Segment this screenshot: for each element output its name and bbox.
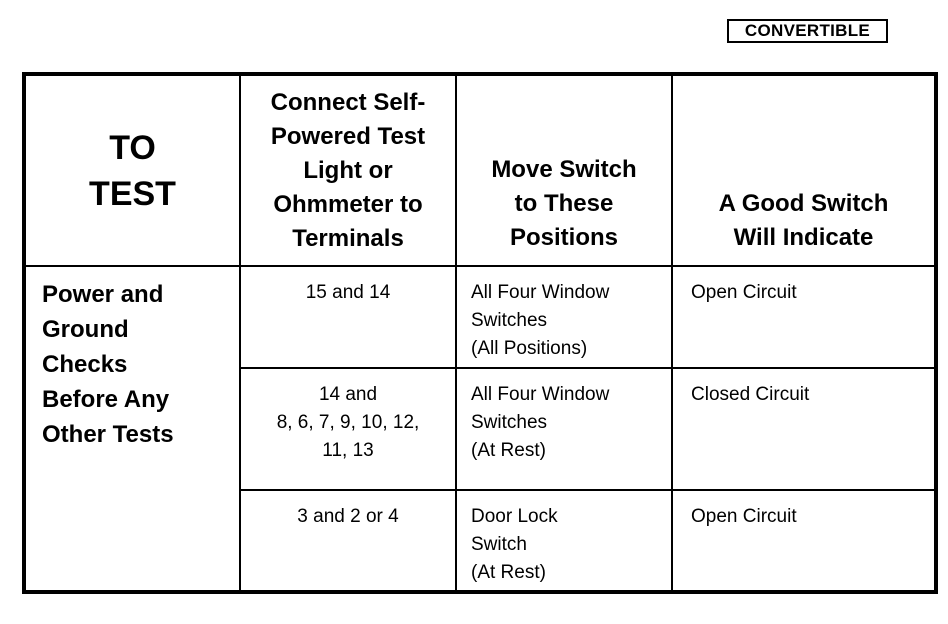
positions-cell: All Four Window Switches (All Positions) <box>455 265 673 369</box>
terminals-line: 15 and 14 <box>305 282 391 303</box>
header-connect: Connect Self- Powered Test Light or Ohmm… <box>239 73 457 267</box>
positions-cell: Door Lock Switch (At Rest) <box>455 489 673 593</box>
test-label-line: Ground <box>42 316 129 343</box>
header-move-line: Positions <box>509 224 618 251</box>
table-row: 14 and 8, 6, 7, 9, 10, 12, 11, 13 All Fo… <box>24 367 937 491</box>
table-row: Power and Ground Checks Before Any Other… <box>23 265 937 593</box>
test-label-line: Checks <box>42 351 128 378</box>
positions-line: (At Rest) <box>471 562 546 583</box>
terminals-line: 14 and <box>318 384 378 405</box>
positions-line: Switches <box>471 412 548 433</box>
header-connect-line: Powered Test <box>270 122 426 150</box>
result-text: Closed Circuit <box>691 384 810 405</box>
positions-cell: All Four Window Switches (At Rest) <box>455 367 673 491</box>
terminals-line: 11, 13 <box>322 440 374 461</box>
test-label-line: Power and <box>42 281 164 308</box>
positions-line: Switch <box>471 534 527 555</box>
positions-line: Door Lock <box>471 506 558 527</box>
result-text: Open Circuit <box>691 282 797 303</box>
result-text: Open Circuit <box>691 506 797 527</box>
positions-line: Switches <box>471 310 548 331</box>
header-to-test-line: TEST <box>89 174 176 213</box>
convertible-badge: CONVERTIBLE <box>727 19 888 43</box>
header-move-line: to These <box>514 190 614 217</box>
terminals-line: 3 and 2 or 4 <box>297 506 399 527</box>
header-move-switch: Move Switch to These Positions <box>455 73 673 267</box>
result-cell: Open Circuit <box>671 489 937 593</box>
positions-line: All Four Window <box>471 282 610 303</box>
test-label-cell: Power and Ground Checks Before Any Other… <box>23 265 241 593</box>
terminals-cell: 15 and 14 <box>239 265 457 369</box>
header-connect-line: Ohmmeter to <box>273 190 423 218</box>
terminals-line: 8, 6, 7, 9, 10, 12, <box>276 412 420 433</box>
header-connect-line: Terminals <box>292 224 404 252</box>
header-row: TO TEST Connect Self- Powered Test Light… <box>23 73 937 267</box>
terminals-cell: 14 and 8, 6, 7, 9, 10, 12, 11, 13 <box>239 367 457 491</box>
header-connect-line: Connect Self- <box>270 88 426 116</box>
header-good-switch: A Good Switch Will Indicate <box>671 73 937 267</box>
positions-line: (All Positions) <box>471 338 588 359</box>
table-row: 3 and 2 or 4 Door Lock Switch (At Rest) … <box>24 489 937 593</box>
header-move-line: Move Switch <box>491 156 637 183</box>
result-cell: Closed Circuit <box>671 367 937 491</box>
header-indicate-line: A Good Switch <box>718 190 889 217</box>
header-connect-line: Light or <box>303 156 393 184</box>
test-label-line: Other Tests <box>42 421 174 448</box>
positions-line: All Four Window <box>471 384 610 405</box>
terminals-cell: 3 and 2 or 4 <box>239 489 457 593</box>
header-indicate-line: Will Indicate <box>733 224 874 251</box>
test-label-line: Before Any <box>42 386 170 413</box>
positions-line: (At Rest) <box>471 440 546 461</box>
result-cell: Open Circuit <box>671 265 937 369</box>
switch-test-table: TO TEST Connect Self- Powered Test Light… <box>22 72 938 594</box>
header-to-test-line: TO <box>109 128 156 167</box>
header-to-test: TO TEST <box>23 73 241 267</box>
